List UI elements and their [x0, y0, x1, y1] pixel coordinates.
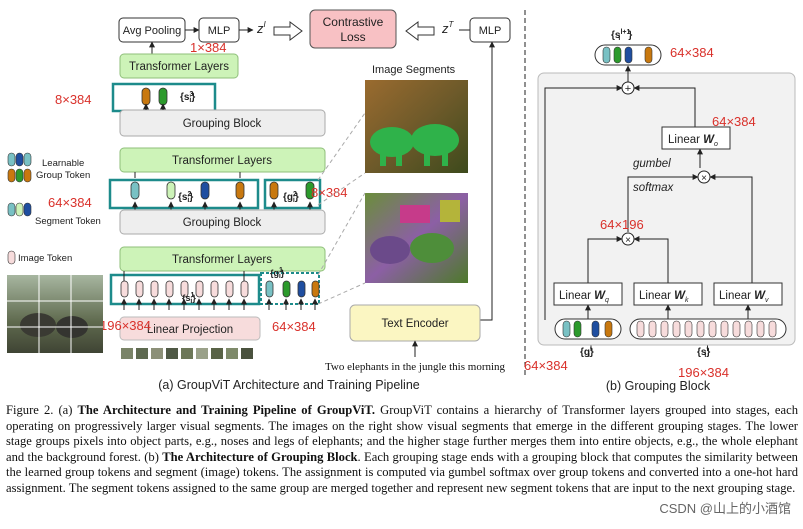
plus-icon: + [625, 83, 631, 95]
linear-wk-box: Linear Wk [633, 282, 703, 306]
qkv-input-arrows [585, 304, 751, 319]
grouping-top-label: Grouping Block [183, 118, 262, 130]
avg-pooling-box: Avg Pooling [118, 17, 186, 43]
text-input: Two elephants in the jungle this morning [325, 361, 506, 373]
caption-title-a: The Architecture and Training Pipeline o… [77, 403, 376, 417]
linear-wv-box: Linear Wv [713, 282, 783, 306]
mlp-image-box: MLP [198, 17, 240, 43]
watermark: CSDN @山上的小酒馆 [657, 498, 793, 517]
arrows-gb-top [143, 103, 166, 110]
caption-body-b: . Each grouping stage ends with a groupi… [6, 449, 798, 495]
legend-learnable-2: Group Token [36, 170, 90, 181]
g1-highlight [260, 272, 320, 305]
contrastive-label-2: Loss [340, 30, 365, 44]
contrastive-loss-box: Contrastive Loss [309, 9, 397, 49]
transformer-layers-bottom: Transformer Layers [119, 246, 326, 272]
dim-g-in: 64×384 [524, 358, 568, 373]
dim-o: 64×384 [712, 114, 756, 129]
segment-image-bottom [365, 193, 468, 283]
z-image-label: zI [256, 20, 267, 36]
image-patches [121, 348, 253, 359]
g1-tokens [265, 280, 320, 298]
dim-s3: 8×384 [55, 92, 92, 107]
dim-g1: 64×384 [272, 319, 316, 334]
grouping-block-top: Grouping Block [119, 109, 326, 137]
transformer-mid-label: Transformer Layers [172, 155, 272, 167]
caption-fig: Figure 2. (a) [6, 403, 78, 417]
mlp-text-label: MLP [479, 25, 502, 37]
segment-connectors [317, 112, 366, 305]
z-text-label: zT [441, 20, 455, 36]
image-segments-title: Image Segments [372, 64, 456, 76]
input-segment-tokens [629, 318, 787, 340]
text-encoder-label: Text Encoder [381, 318, 448, 330]
segment-image-top [365, 80, 468, 173]
legend: Learnable Group Token Segment Token Imag… [7, 152, 101, 265]
linear-wk-label: Linear Wk [639, 290, 689, 304]
s1-image-tokens [120, 280, 249, 298]
elephant-photo [7, 275, 103, 353]
dim-s-in: 196×384 [678, 365, 729, 380]
caption-a: (a) GroupViT Architecture and Training P… [158, 378, 420, 392]
output-tokens [594, 44, 662, 66]
caption-title-b: The Architecture of Grouping Block [162, 449, 358, 464]
s3-tokens [141, 87, 168, 106]
text-encoder-box: Text Encoder [349, 304, 481, 342]
linear-projection-label: Linear Projection [147, 324, 233, 336]
arrow-to-contrastive-left [273, 21, 303, 41]
linear-wq-box: Linear Wq [553, 282, 623, 306]
mlp-image-label: MLP [208, 25, 231, 37]
caption-b: (b) Grouping Block [606, 379, 711, 393]
avg-pooling-label: Avg Pooling [123, 25, 182, 37]
grouping-bottom-label: Grouping Block [183, 217, 262, 229]
legend-learnable-1: Learnable [42, 158, 84, 169]
linear-wq-label: Linear Wq [559, 290, 609, 304]
dim-s1: 196×384 [100, 318, 151, 333]
figure-caption: Figure 2. (a) The Architecture and Train… [6, 403, 798, 497]
grouping-block-panel [537, 72, 796, 346]
dim-s2: 64×384 [48, 195, 92, 210]
arrows-s1 [121, 271, 318, 310]
g2-highlight [263, 178, 322, 210]
s2-highlight [108, 178, 260, 210]
transformer-layers-mid: Transformer Layers [119, 147, 326, 173]
transformer-top-label: Transformer Layers [129, 61, 229, 73]
s2-tokens [130, 181, 245, 200]
mlp-text-box: MLP [469, 17, 511, 43]
legend-image: Image Token [18, 253, 72, 264]
grouping-block-bottom: Grouping Block [119, 209, 326, 235]
softmax-label: softmax [633, 182, 675, 194]
dim-zI: 1×384 [190, 40, 227, 55]
gumbel-label: gumbel [633, 158, 671, 170]
arrow-to-contrastive-right [405, 21, 435, 41]
dim-out: 64×384 [670, 45, 714, 60]
transformer-layers-top: Transformer Layers [119, 53, 239, 79]
linear-wo-box: Linear Wo [661, 126, 731, 150]
dim-attn: 64×196 [600, 217, 644, 232]
linear-wv-label: Linear Wv [719, 290, 769, 304]
input-group-tokens [554, 318, 622, 340]
legend-segment: Segment Token [35, 216, 101, 227]
linear-projection-box: Linear Projection [119, 316, 261, 341]
groupvit-diagram: Avg Pooling MLP zI 1×384 Contrastive Los… [7, 9, 796, 393]
contrastive-label-1: Contrastive [323, 15, 384, 29]
transformer-bottom-label: Transformer Layers [172, 254, 272, 266]
g2-tokens [269, 181, 315, 200]
linear-wo-label: Linear Wo [668, 134, 718, 148]
multiply-icon-bottom: × [625, 235, 631, 246]
caption-body-a: GroupViT contains a hierarchy of Transfo… [6, 403, 798, 464]
multiply-icon-top: × [701, 173, 707, 184]
dim-g2: 8×384 [311, 185, 348, 200]
